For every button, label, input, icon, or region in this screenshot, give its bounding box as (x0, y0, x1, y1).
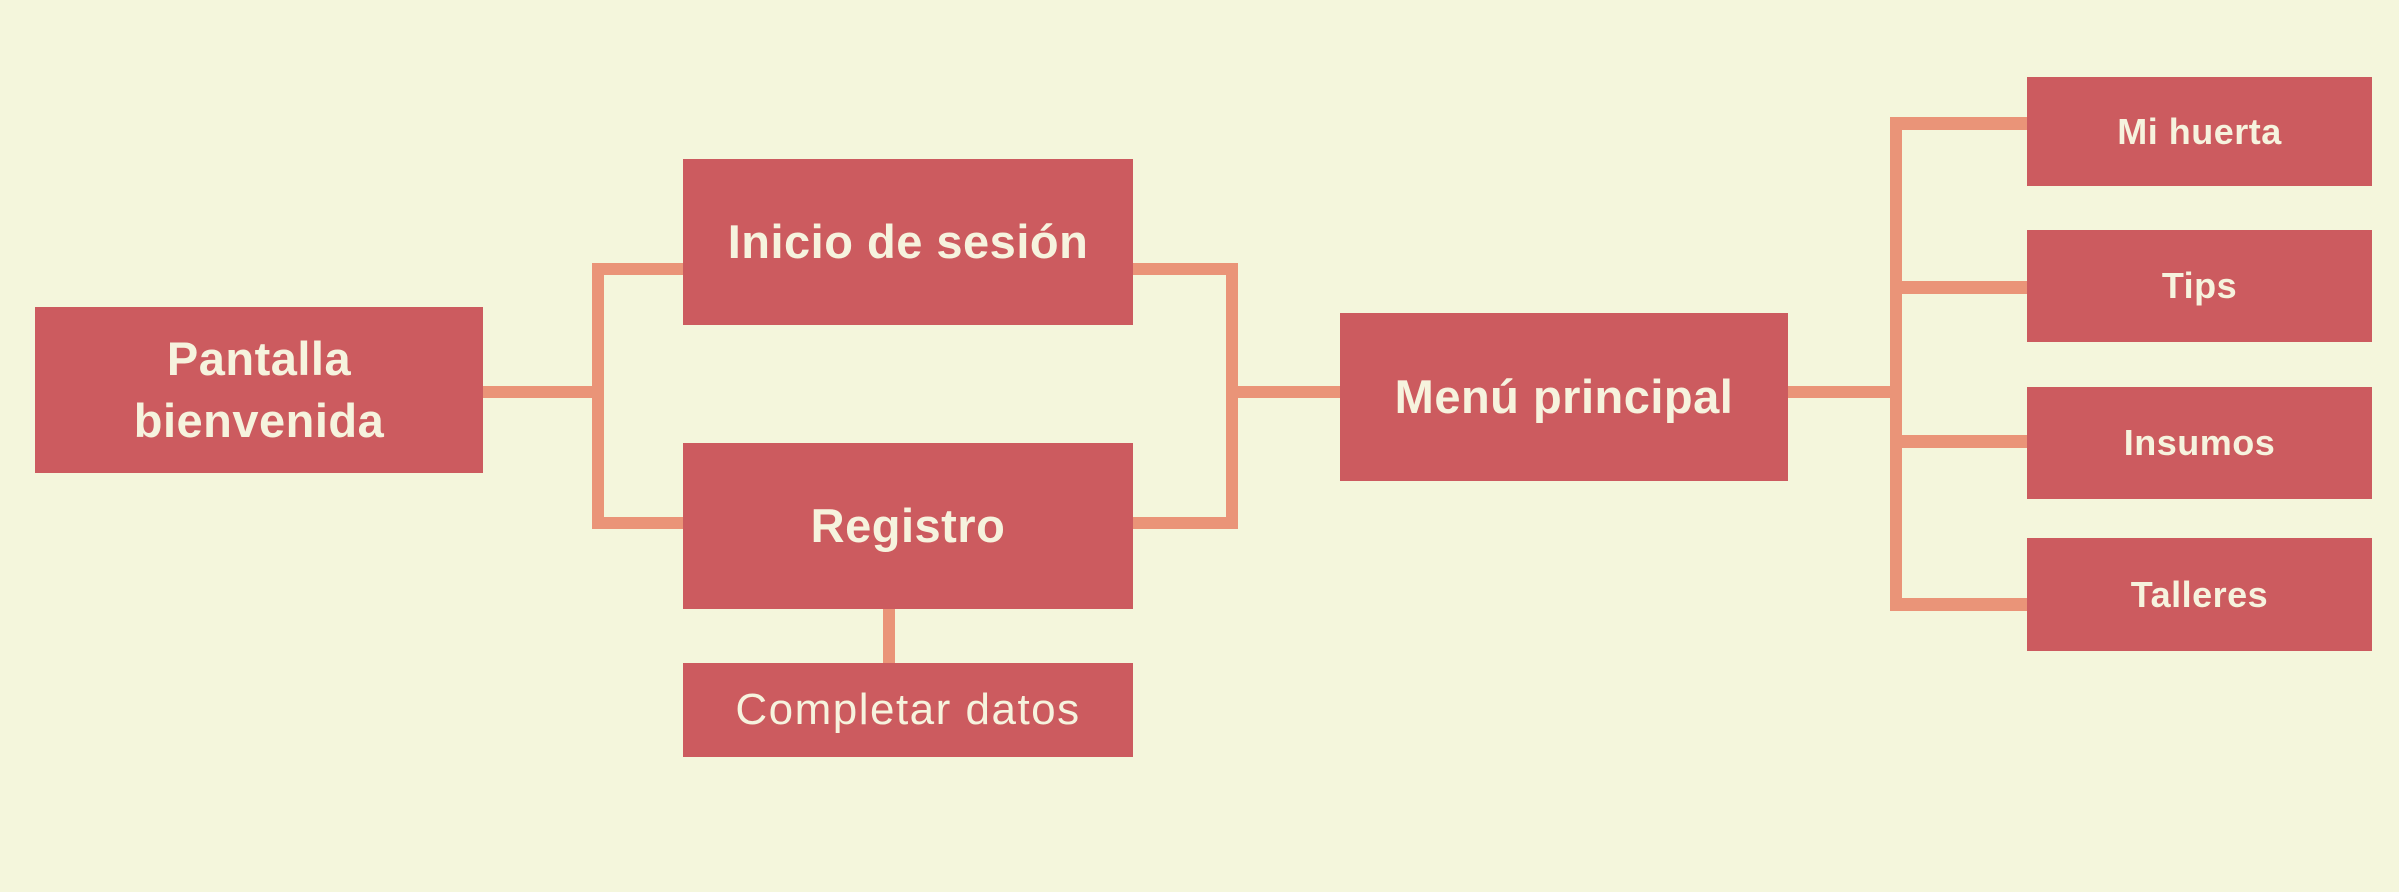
connector-right-trunk (1890, 117, 1902, 611)
connector-to-menu (1232, 386, 1340, 398)
node-registro: Registro (683, 443, 1133, 609)
connector-branch-mi-huerta (1890, 117, 2027, 130)
node-completar-datos: Completar datos (683, 663, 1133, 757)
node-label: Completar datos (735, 685, 1081, 734)
node-label: Talleres (2130, 573, 2269, 615)
connector-branch-insumos (1890, 435, 2027, 448)
node-tips: Tips (2027, 230, 2372, 342)
node-talleres: Talleres (2027, 538, 2372, 651)
connector-left-trunk (592, 263, 604, 529)
node-inicio-de-sesion: Inicio de sesión (683, 159, 1133, 325)
node-label: Inicio de sesión (727, 215, 1089, 268)
node-label: Registro (810, 499, 1006, 552)
node-label: Pantalla bienvenida (133, 332, 385, 447)
node-label: Menú principal (1394, 370, 1734, 423)
node-pantalla-bienvenida: Pantalla bienvenida (35, 307, 483, 473)
node-insumos: Insumos (2027, 387, 2372, 499)
node-label: Tips (2161, 265, 2238, 306)
connector-branch-talleres (1890, 598, 2027, 611)
node-label: Mi huerta (2117, 110, 2282, 152)
connector-pantalla-to-split (483, 386, 604, 398)
connector-menu-to-trunk (1788, 386, 1902, 398)
node-menu-principal: Menú principal (1340, 313, 1788, 481)
connector-registro-to-completar (883, 609, 895, 663)
node-label: Insumos (2123, 422, 2276, 463)
node-mi-huerta: Mi huerta (2027, 77, 2372, 186)
connector-branch-tips (1890, 281, 2027, 294)
